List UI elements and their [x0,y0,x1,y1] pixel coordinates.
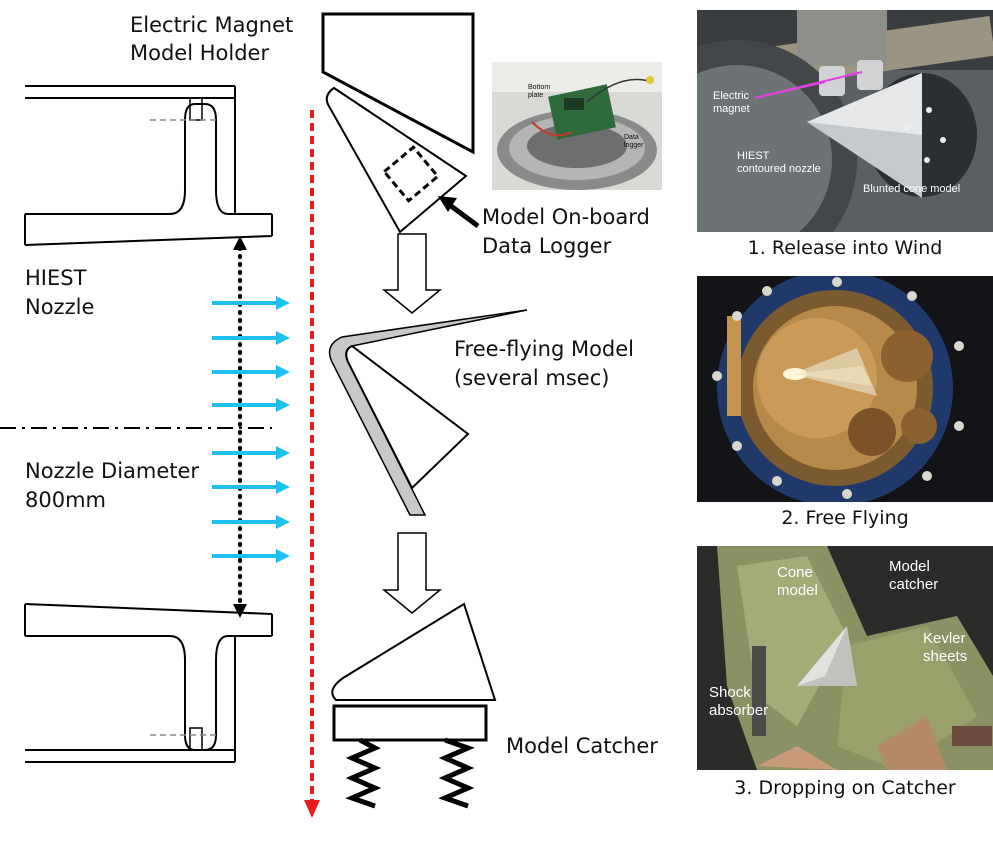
arrow-right-icon [212,296,290,310]
caption-photo3: 3. Dropping on Catcher [734,777,956,799]
photo-free-flying [697,276,993,502]
free-flying-cone [328,309,528,516]
arrow-right-icon [212,365,290,379]
caption-photo2: 2. Free Flying [781,507,909,529]
electric-magnet-text-2: magnet [713,103,750,115]
kevler-sheets-text-1: Kevler [923,630,966,647]
magnet-holder [321,12,475,155]
data-logger-box [382,145,440,203]
arrow-right-icon [212,515,290,529]
photo-release-into-wind: Electric magnet HIEST contoured nozzle B… [697,10,993,232]
arrow-down-icon [381,532,443,614]
free-flying-label-2: (several msec) [454,366,610,390]
arrow-down-icon [304,800,320,818]
arrow-down-icon [381,233,443,314]
model-catcher-text-1: Model [889,558,930,575]
model-catcher-text-2: catcher [889,576,939,593]
arrow-right-icon [212,331,290,345]
bottom-plate-text-2: plate [528,92,544,99]
contoured-nozzle-text-1: HIEST [737,150,770,162]
arrow-right-icon [212,398,290,412]
shock-absorber-text-1: Shock [709,684,751,701]
arrow-right-icon [212,446,290,460]
free-flying-label-1: Free-flying Model [454,337,634,361]
drop-path [304,110,320,818]
data-logger-text-2: logger [624,142,644,149]
shock-absorber-text-2: absorber [709,702,769,719]
bottom-plate-text-1: Bottom [528,84,551,91]
contoured-nozzle-text-2: contoured nozzle [737,163,821,175]
magnet-holder-label-2: Model Holder [130,41,270,65]
catcher-plate [332,704,488,742]
data-logger-label-2: Data Logger [482,234,612,258]
cone-model-caught [331,602,497,701]
data-logger-label-1: Model On-board [482,205,650,229]
data-logger-pointer [438,196,480,229]
cone-model-text-2: model [777,582,818,599]
nozzle-label-1: HIEST [25,266,87,290]
spring-icon [438,737,475,809]
nozzle-label-2: Nozzle [25,295,95,319]
catcher-label: Model Catcher [506,734,658,758]
diameter-label-2: 800mm [25,488,106,512]
flow-arrows [212,296,290,563]
diameter-indicator [233,236,247,618]
caption-photo1: 1. Release into Wind [747,237,943,259]
arrow-right-icon [212,480,290,494]
kevler-sheets-text-2: sheets [923,648,968,665]
logger-photo: Bottom plate Data logger [492,62,662,190]
electric-magnet-text-1: Electric [713,90,750,102]
nozzle-upper-wall [24,85,273,246]
photo-dropping-on-catcher: Cone model Model catcher Kevler sheets S… [697,546,993,770]
arrow-right-icon [212,549,290,563]
cone-model-text-1: Cone [777,564,813,581]
blunted-cone-text: Blunted cone model [863,183,961,195]
diameter-label-1: Nozzle Diameter [25,459,200,483]
nozzle-lower-wall [24,603,273,763]
spring-icon [345,737,382,809]
data-logger-text-1: Data [624,134,639,141]
magnet-holder-label-1: Electric Magnet [130,13,294,37]
